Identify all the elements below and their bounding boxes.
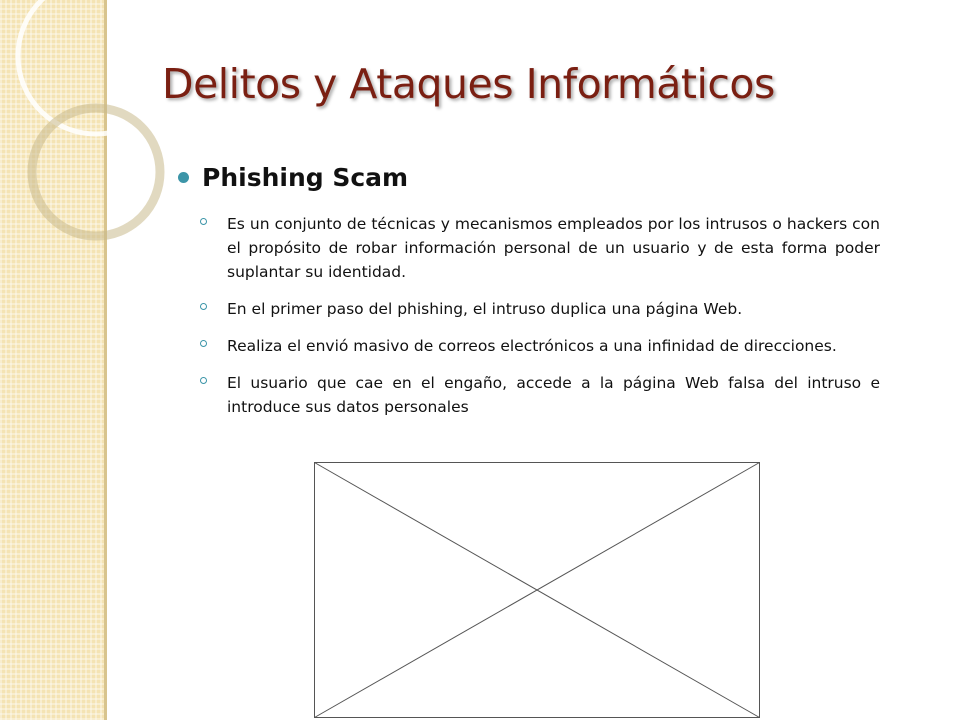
hollow-circle-bullet-icon xyxy=(200,303,207,310)
sub-point: Realiza el envió masivo de correos elect… xyxy=(198,334,880,358)
decorative-ring-large xyxy=(15,0,177,137)
sub-point: En el primer paso del phishing, el intru… xyxy=(198,297,880,321)
sub-point-text: En el primer paso del phishing, el intru… xyxy=(227,300,743,318)
sub-point-text: Realiza el envió masivo de correos elect… xyxy=(227,337,837,355)
section-heading: Phishing Scam xyxy=(202,163,409,192)
decorative-rings xyxy=(15,0,177,241)
side-band-divider xyxy=(104,0,107,720)
sub-point: El usuario que cae en el engaño, accede … xyxy=(198,371,880,419)
broken-image-placeholder-icon xyxy=(314,462,760,718)
sub-point-text: Es un conjunto de técnicas y mecanismos … xyxy=(227,215,880,281)
sub-point: Es un conjunto de técnicas y mecanismos … xyxy=(198,212,880,284)
hollow-circle-bullet-icon xyxy=(200,340,207,347)
slide-title: Delitos y Ataques Informáticos xyxy=(162,60,775,108)
decorative-ring-small xyxy=(27,103,165,241)
sub-point-text: El usuario que cae en el engaño, accede … xyxy=(227,374,880,416)
hollow-circle-bullet-icon xyxy=(200,377,207,384)
section-heading-row: Phishing Scam xyxy=(178,163,408,192)
placeholder-cross-line xyxy=(314,462,760,718)
hollow-circle-bullet-icon xyxy=(200,218,207,225)
filled-circle-bullet-icon xyxy=(178,172,189,183)
sub-points-list: Es un conjunto de técnicas y mecanismos … xyxy=(198,212,880,432)
